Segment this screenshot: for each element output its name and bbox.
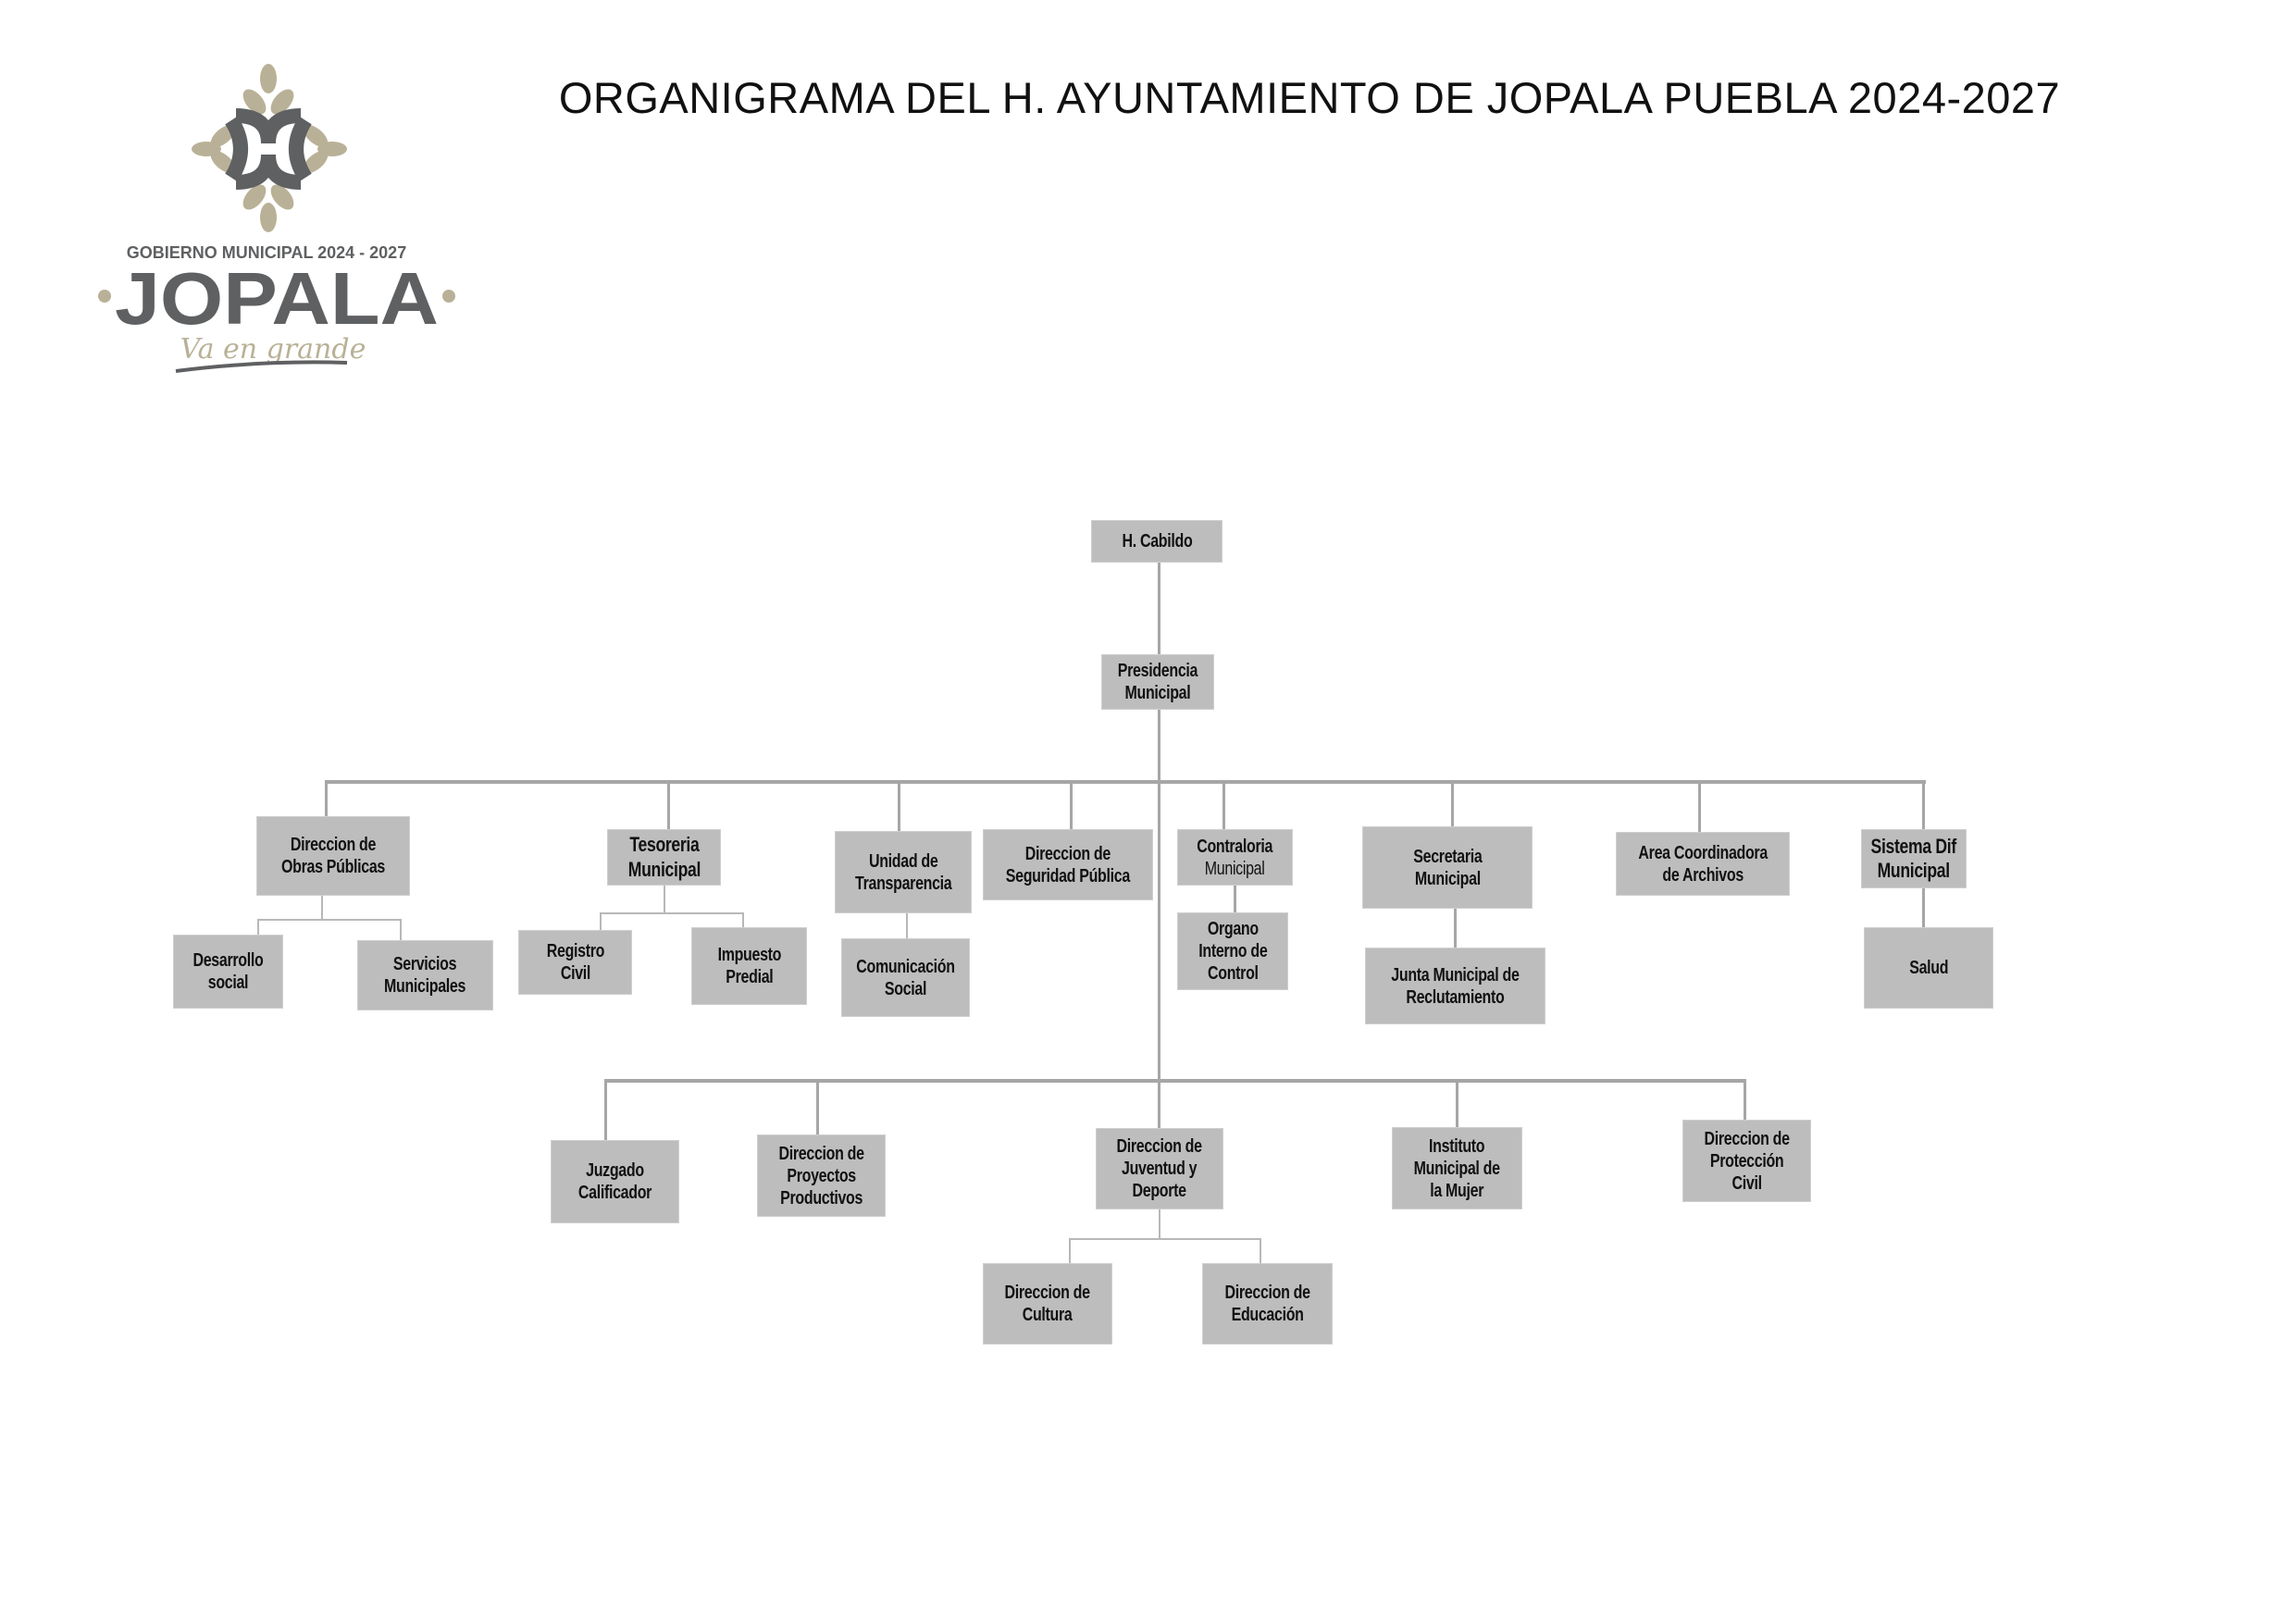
box-label: Seguridad Pública <box>1005 865 1131 886</box>
logo-name: JOPALA <box>115 257 439 340</box>
box-label: Deporte <box>1132 1181 1187 1201</box>
box-label: Calificador <box>577 1183 652 1203</box>
box-label: Educación <box>1231 1305 1304 1325</box>
box-label: Obras Públicas <box>280 857 385 877</box>
box-label: social <box>207 973 249 993</box>
box-label: de Archivos <box>1662 864 1744 886</box>
box-label: Organo <box>1207 919 1259 939</box>
box-label: Secretaria <box>1412 846 1483 867</box>
box-label: Contraloria <box>1197 836 1273 857</box>
box-label: Municipal <box>627 857 701 881</box>
box-label: Productivos <box>780 1187 863 1209</box>
box-label: Transparencia <box>854 873 952 894</box>
box-label: Sistema Dif <box>1870 834 1957 858</box>
box-label: Direccion de <box>778 1143 864 1164</box>
org-box-salud: Salud <box>1864 927 1993 1009</box>
jopala-logo: GOBIERNO MUNICIPAL 2024 - 2027 JOPALA Va… <box>98 64 455 373</box>
box-label: Juventud y <box>1122 1159 1198 1179</box>
page-title: ORGANIGRAMA DEL H. AYUNTAMIENTO DE JOPAL… <box>558 73 2061 122</box>
box-label: Instituto <box>1429 1135 1485 1157</box>
box-label: Unidad de <box>868 850 938 872</box>
box-label: H. Cabildo <box>1122 531 1192 552</box>
box-label: Municipal <box>1877 859 1951 882</box>
box-label: Salud <box>1909 958 1948 978</box>
box-label: Municipales <box>384 976 466 997</box>
box-label: Impuesto <box>717 945 781 965</box>
box-label: la Mujer <box>1430 1180 1484 1201</box>
box-label: Social <box>884 978 927 999</box>
box-label: Junta Municipal de <box>1391 964 1520 986</box>
box-label: Control <box>1207 963 1259 984</box>
box-label: Servicios <box>393 954 457 974</box>
box-label: Municipal <box>1124 683 1191 703</box>
org-box-cabildo: H. Cabildo <box>1091 520 1222 563</box>
box-label: Interno de <box>1198 941 1268 961</box>
box-label: Tesoreria <box>628 833 700 857</box>
box-label: Municipal <box>1205 858 1265 879</box>
box-label: Juzgado <box>586 1160 644 1181</box>
box-label: Comunicación <box>856 956 955 977</box>
box-label: Desarrollo <box>192 950 264 971</box>
box-label: Civil <box>560 963 590 984</box>
box-label: Direccion de <box>290 835 377 855</box>
logo-subtitle: GOBIERNO MUNICIPAL 2024 - 2027 <box>127 243 406 262</box>
box-label: Protección <box>1709 1150 1784 1172</box>
box-label: Registro <box>546 941 604 961</box>
box-label: Direccion de <box>1224 1283 1310 1303</box>
box-label: Direccion de <box>1704 1128 1790 1149</box>
box-label: Cultura <box>1023 1305 1073 1325</box>
box-label: Municipal <box>1414 868 1481 889</box>
box-label: Proyectos <box>787 1165 856 1186</box>
box-label: Area Coordinadora <box>1638 842 1768 863</box>
box-label: Predial <box>725 967 774 987</box>
box-label: Reclutamiento <box>1406 986 1505 1008</box>
emblem-icon <box>192 64 347 232</box>
box-label: Direccion de <box>1024 843 1111 864</box>
logo-slogan: Va en grande <box>180 333 366 366</box>
box-label: Direccion de <box>1004 1283 1091 1303</box>
box-label: Civil <box>1731 1172 1762 1194</box>
box-label: Direccion de <box>1116 1136 1203 1157</box>
box-label: Municipal de <box>1413 1158 1501 1179</box>
box-label: Presidencia <box>1117 661 1198 681</box>
